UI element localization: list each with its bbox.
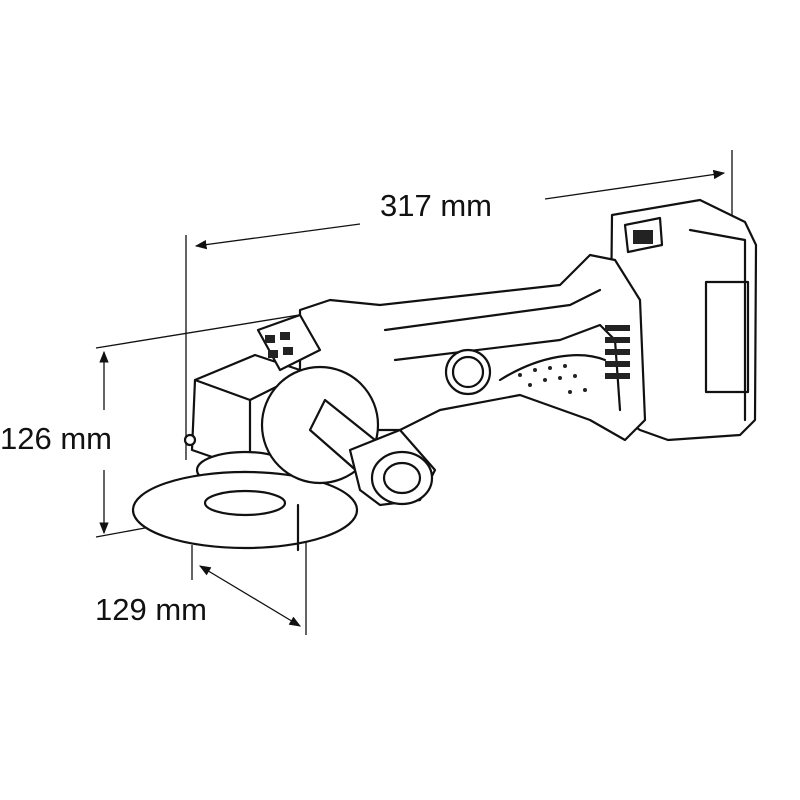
- side-handle: [260, 365, 437, 507]
- depth-label: 129 mm: [95, 592, 207, 627]
- grinding-disc: [131, 470, 359, 552]
- grinder-body: [298, 253, 647, 442]
- height-dimension-line: [95, 309, 331, 538]
- length-label: 317 mm: [380, 188, 492, 223]
- height-label: 126 mm: [0, 421, 112, 456]
- vent-slots: [605, 325, 630, 379]
- length-dimension-line: [185, 150, 733, 460]
